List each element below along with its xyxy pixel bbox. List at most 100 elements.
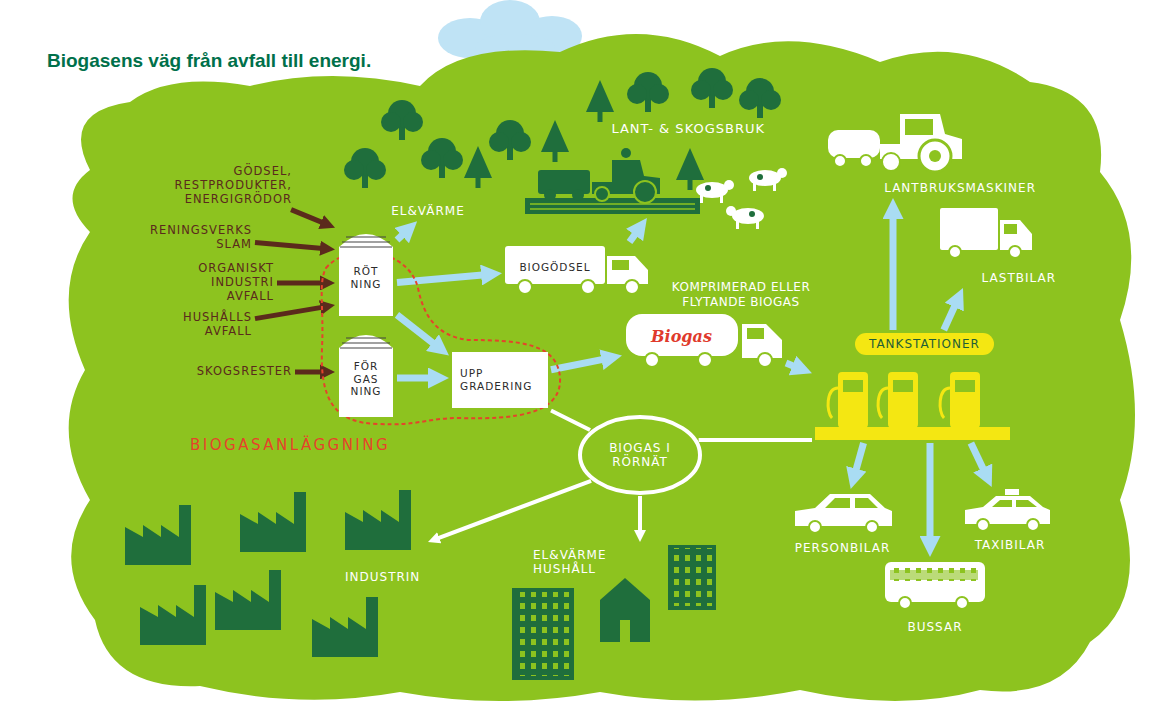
filling-station: TANKSTATIONER	[815, 333, 1010, 440]
node-label: ORGANISKT INDUSTRI AVFALL	[198, 262, 274, 303]
car-drawing	[809, 521, 821, 533]
filling-pump	[815, 427, 1010, 440]
farm-machine-drawing	[882, 153, 900, 171]
node-label: LANT- & SKOGSBRUK	[611, 121, 765, 137]
node-label: Biogas	[651, 327, 712, 346]
gas-grid-ellipse: BIOGAS I RÖRNÄT	[578, 415, 702, 495]
node-label: LANTBRUKSMASKINER	[884, 181, 1036, 195]
car-drawing	[795, 494, 892, 533]
cow	[757, 174, 763, 180]
biogas-truck-drawing	[747, 328, 764, 339]
flow-arrow	[437, 481, 591, 539]
flow-arrow	[927, 443, 934, 540]
bus-drawing	[885, 562, 985, 602]
flow-arrow	[944, 303, 956, 330]
flow-arrow	[786, 363, 796, 367]
biogas-truck-drawing	[626, 314, 738, 356]
tree	[586, 80, 614, 122]
flow-arrow	[291, 210, 324, 223]
car-drawing	[825, 498, 878, 508]
input-label: GÖDSEL, RESTPRODUKTER, ENERGIGRÖDOR	[175, 165, 292, 206]
tree	[344, 148, 386, 188]
tree	[676, 148, 704, 190]
flow-arrow	[255, 307, 323, 319]
cow	[726, 206, 736, 216]
taxi-drawing	[977, 519, 989, 531]
bus-drawing	[890, 568, 978, 581]
digester-silo-outline	[340, 237, 392, 247]
digestate-truck-drawing	[518, 280, 532, 294]
car-drawing	[866, 521, 878, 533]
filling-pump	[893, 380, 913, 392]
node-label: BUSSAR	[907, 620, 962, 634]
digester-silo: RÖT NING	[338, 225, 394, 317]
bus-drawing	[890, 570, 978, 580]
tree	[691, 68, 733, 108]
gasifier-silo: FÖR GAS NING	[338, 326, 394, 418]
tractor	[572, 189, 584, 201]
flow-arrow	[699, 438, 812, 442]
taxi: TAXIBILAR	[958, 490, 1062, 552]
tree	[464, 146, 492, 188]
building	[512, 588, 574, 680]
node-label: EL&VÄRME	[391, 204, 465, 218]
input-label: ORGANISKT INDUSTRI AVFALL	[198, 262, 274, 303]
flow-arrow	[277, 280, 323, 285]
farm-machine-drawing	[828, 114, 962, 172]
farm-machine-drawing	[919, 140, 951, 172]
node-label: LASTBILAR	[982, 271, 1056, 285]
farm-machine-drawing	[905, 119, 933, 135]
node-label: BIOGAS I RÖRNÄT	[594, 441, 686, 470]
taxi-drawing	[1027, 519, 1039, 531]
filling-pump	[815, 372, 1010, 440]
building	[512, 545, 716, 680]
agriculture-forestry: LANT- & SKOGSBRUK	[525, 75, 775, 215]
filling-pump	[838, 372, 868, 428]
filling-pump	[888, 372, 918, 428]
building	[600, 578, 650, 642]
biogas-truck-drawing	[698, 353, 712, 367]
flow-arrow	[890, 215, 897, 330]
biogas-plant-region: BIOGASANLÄGGNINGRÖT NINGFÖR GAS NINGUPP …	[318, 248, 565, 426]
flow-arrow	[551, 411, 590, 431]
lorry-drawing	[1009, 246, 1021, 258]
farm-machine-drawing	[860, 155, 872, 167]
flow-arrow	[397, 315, 436, 345]
input-label: HUSHÅLLS AVFALL	[183, 311, 252, 339]
digestate-truck-drawing	[505, 246, 605, 284]
node-label: FÖR GAS NING	[351, 360, 382, 398]
cow	[777, 168, 787, 178]
car: PERSONBILAR	[785, 492, 900, 555]
upgrading-box: UPP GRADERING	[452, 352, 548, 408]
lorry-drawing	[949, 246, 961, 258]
cow	[696, 168, 787, 229]
diagram-title: Biogasens väg från avfall till energi.	[47, 50, 371, 72]
tractor	[538, 148, 660, 203]
node-label: EL&VÄRME HUSHÅLL	[533, 548, 607, 577]
factory	[215, 570, 281, 630]
digestate-truck: BIOGÖDSEL	[505, 245, 650, 290]
node-label: INDUSTRIN	[345, 570, 420, 584]
cow	[756, 220, 759, 229]
flow-arrow	[397, 233, 405, 240]
green-cloud-ground	[69, 34, 1135, 701]
tree	[489, 120, 531, 160]
node-label: KOMPRIMERAD ELLER FLYTANDE BIOGAS	[670, 280, 812, 309]
taxi-drawing	[992, 500, 1037, 507]
biogas-plant-region-outline	[322, 252, 560, 424]
flow-arrow	[397, 275, 485, 283]
tractor	[595, 187, 609, 201]
node-label: GÖDSEL, RESTPRODUKTER, ENERGIGRÖDOR	[175, 165, 292, 206]
factory	[140, 585, 206, 645]
cow	[705, 185, 711, 191]
flow-arrow	[855, 443, 863, 473]
cow	[753, 182, 756, 191]
tractor	[538, 170, 590, 194]
building	[671, 548, 713, 606]
tree	[627, 72, 669, 112]
households: EL&VÄRME HUSHÅLL	[505, 545, 720, 680]
tree	[541, 120, 569, 162]
cow	[736, 220, 739, 229]
